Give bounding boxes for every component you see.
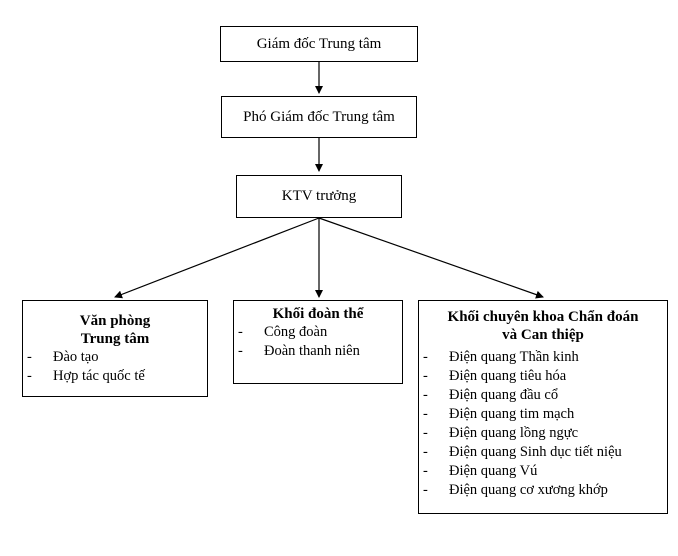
list-item: -Điện quang tim mạch (423, 406, 575, 422)
office-title-line2: Trung tâm (80, 331, 150, 347)
bullet-dash: - (423, 463, 428, 479)
bullet-dash: - (423, 482, 428, 498)
unions-group-box: Khối đoàn thể -Công đoàn -Đoàn thanh niê… (233, 300, 403, 384)
list-item: -Điện quang tiêu hóa (423, 368, 567, 384)
bullet-dash: - (423, 349, 428, 365)
bullet-dash: - (423, 425, 428, 441)
unions-title: Khối đoàn thể (272, 306, 364, 322)
specialties-items: -Điện quang Thần kinh -Điện quang tiêu h… (419, 348, 667, 500)
bullet-dash: - (423, 387, 428, 403)
specialties-title-line2: và Can thiệp (502, 327, 584, 343)
list-item: -Điện quang Vú (423, 463, 538, 479)
list-item: -Điện quang lồng ngực (423, 425, 579, 441)
bullet-dash: - (423, 406, 428, 422)
list-item: -Công đoàn (238, 324, 328, 340)
office-group-box: Văn phòng Trung tâm -Đào tạo -Hợp tác qu… (22, 300, 208, 397)
list-item: -Điện quang đầu cổ (423, 387, 559, 403)
bullet-dash: - (27, 368, 32, 384)
list-item: -Điện quang Sinh dục tiết niệu (423, 444, 622, 460)
unions-items: -Công đoàn -Đoàn thanh niên (234, 323, 402, 361)
chief-technician-box: KTV trưởng (236, 175, 402, 218)
director-label: Giám đốc Trung tâm (256, 35, 382, 52)
bullet-dash: - (27, 349, 32, 365)
office-title-line1: Văn phòng (79, 313, 151, 329)
list-item: -Điện quang cơ xương khớp (423, 482, 608, 498)
director-box: Giám đốc Trung tâm (220, 26, 418, 62)
arrow-chief-to-specialties (318, 217, 544, 299)
office-items: -Đào tạo -Hợp tác quốc tế (23, 348, 207, 386)
list-item: -Đoàn thanh niên (238, 343, 360, 359)
bullet-dash: - (238, 324, 243, 340)
specialties-title: Khối chuyên khoa Chẩn đoán và Can thiệp (419, 308, 667, 344)
list-item: -Hợp tác quốc tế (27, 368, 145, 384)
deputy-director-label: Phó Giám đốc Trung tâm (243, 108, 395, 125)
bullet-dash: - (423, 444, 428, 460)
specialties-title-line1: Khối chuyên khoa Chẩn đoán (447, 309, 639, 325)
list-item: -Đào tạo (27, 349, 99, 365)
deputy-director-box: Phó Giám đốc Trung tâm (221, 96, 417, 138)
bullet-dash: - (238, 343, 243, 359)
list-item: -Điện quang Thần kinh (423, 349, 579, 365)
arrow-chief-to-office (114, 217, 320, 299)
specialties-group-box: Khối chuyên khoa Chẩn đoán và Can thiệp … (418, 300, 668, 514)
chief-technician-label: KTV trưởng (281, 188, 357, 204)
office-title: Văn phòng Trung tâm (23, 312, 207, 348)
bullet-dash: - (423, 368, 428, 384)
